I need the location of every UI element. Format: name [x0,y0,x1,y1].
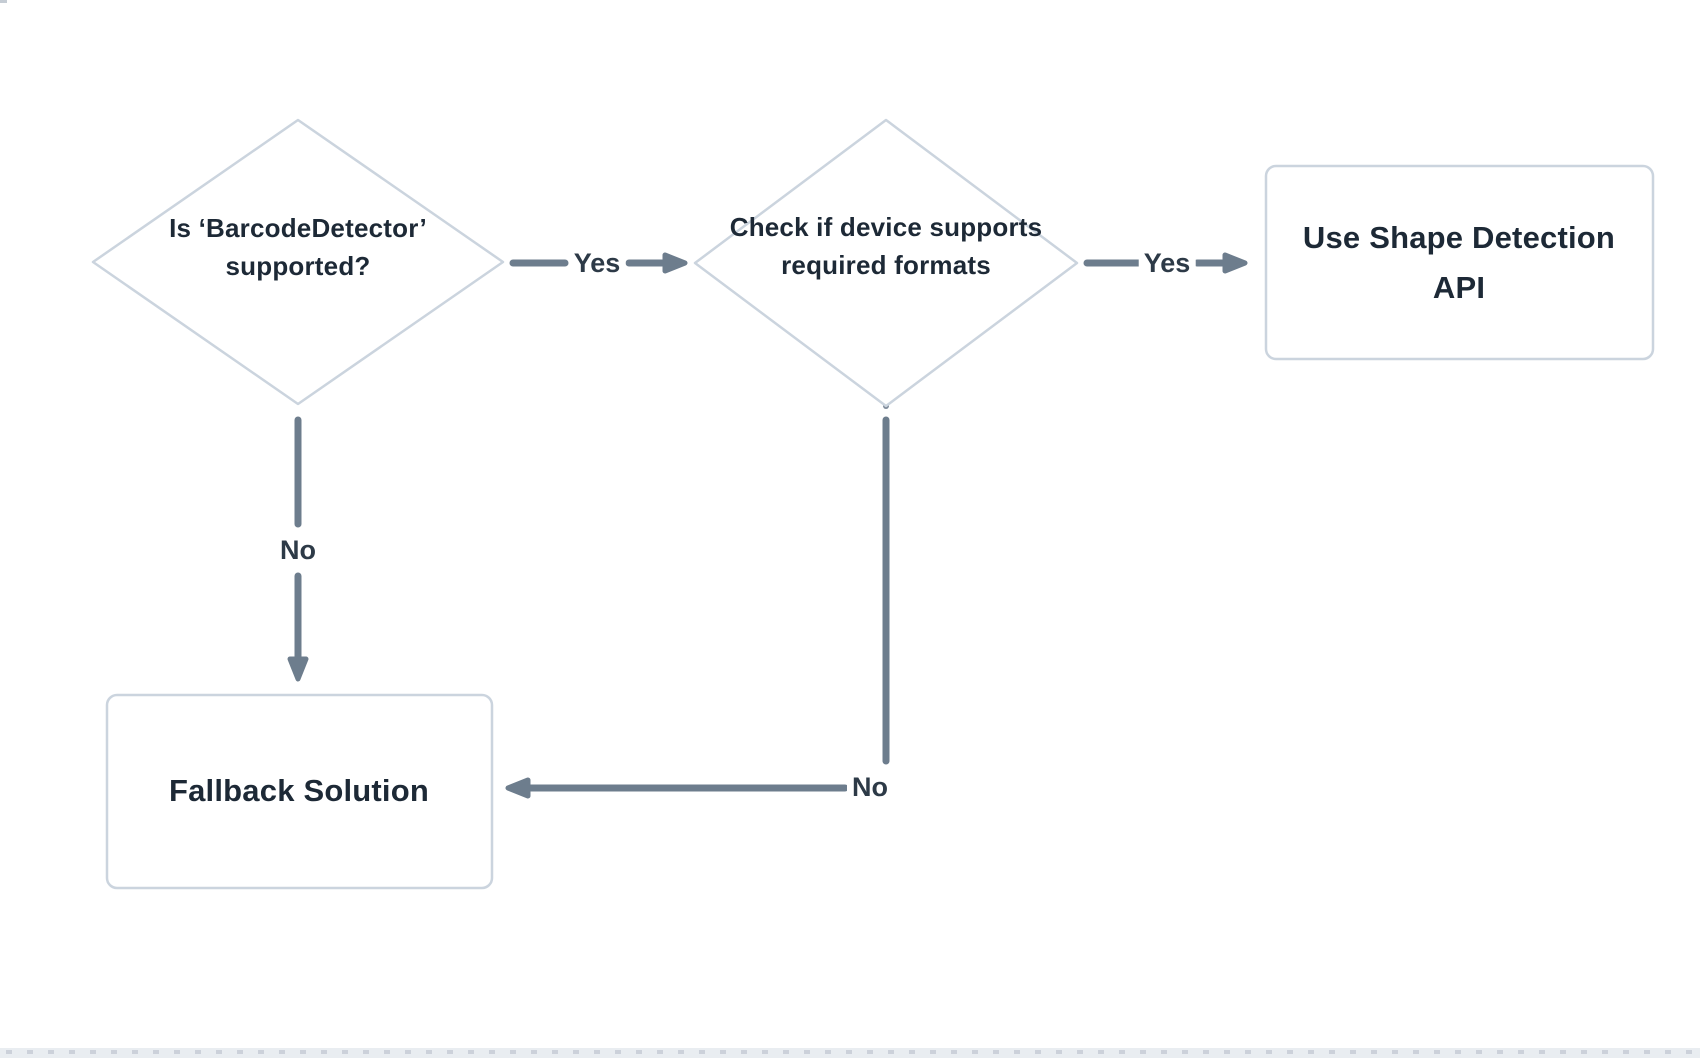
clipped-content-strip [0,1048,1700,1058]
edge-label-no-1: No [275,533,321,567]
process-node-fallback-shape [105,693,494,890]
decision-node-barcodedetector-shape [91,118,505,406]
edge-label-yes-2: Yes [1138,246,1196,280]
decision-node-barcodedetector-label: Is ‘BarcodeDetector’ supported? [169,213,427,281]
edge-no-2 [505,416,890,799]
decision-node-formats-shape [693,118,1079,408]
process-node-shape-detection-label: Use Shape Detection API [1302,220,1616,305]
edge-label-yes-1: Yes [568,246,626,280]
process-node-shape-detection-shape [1264,164,1655,361]
edge-label-no-2: No [847,770,893,804]
decision-node-formats-label: Check if device supports required format… [729,212,1043,280]
corner-speck [0,0,7,3]
process-node-fallback-label: Fallback Solution [168,773,430,808]
